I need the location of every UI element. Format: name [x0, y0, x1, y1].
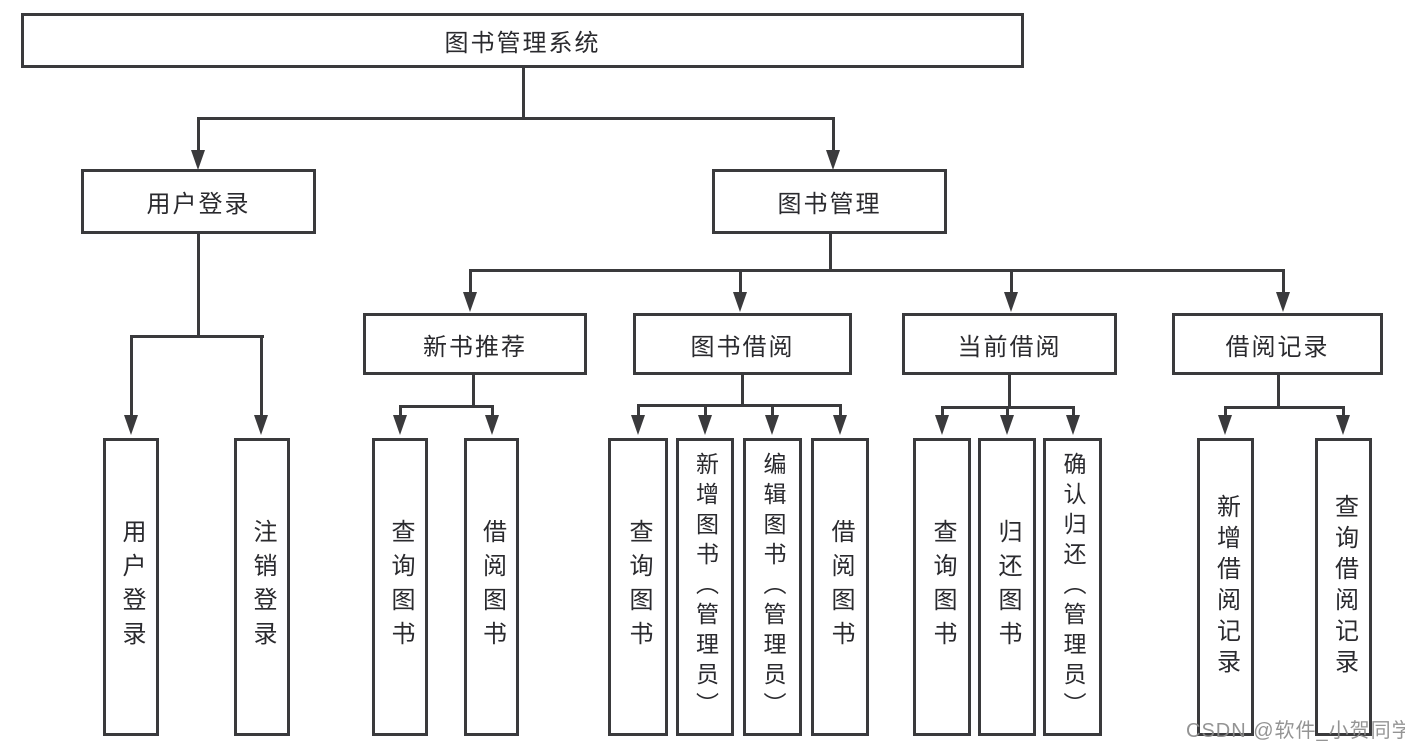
- connector-root-stem: [521, 68, 525, 118]
- node-current-borrow-label: 当前借阅: [957, 333, 1062, 361]
- node-root-label: 图书管理系统: [444, 30, 601, 57]
- arrowhead-user-login: [191, 150, 205, 170]
- leaf-query-borrow-record-label: 查询借阅记录: [1330, 494, 1358, 680]
- node-book-borrow: 图书借阅: [633, 313, 852, 375]
- node-user-login-label: 用户登录: [146, 191, 251, 218]
- connector-drop-current-borrow: [1009, 270, 1013, 294]
- leaf-add-book-admin-label: 新增图书（管理员）: [692, 452, 719, 722]
- connector-new-book-recommend-bus: [398, 404, 494, 408]
- arrowhead-query-books-1: [393, 415, 407, 435]
- leaf-confirm-return-admin: 确认归还（管理员）: [1043, 438, 1102, 736]
- node-root: 图书管理系统: [21, 13, 1024, 68]
- connector-borrow-records-bus: [1223, 405, 1345, 409]
- connector-book-management-stem: [828, 234, 832, 270]
- arrowhead-query-books-2: [631, 415, 645, 435]
- node-book-management: 图书管理: [712, 169, 947, 234]
- arrowhead-book-management: [826, 150, 840, 170]
- leaf-user-login-label: 用户登录: [118, 519, 145, 655]
- connector-drop-new-book-recommend: [468, 270, 472, 294]
- connector-drop-query-books-1: [398, 406, 402, 416]
- arrowhead-borrow-records: [1276, 292, 1290, 312]
- connector-drop-query-books-3: [940, 407, 944, 416]
- arrowhead-edit-book: [765, 415, 779, 435]
- connector-drop-book-management: [831, 118, 835, 152]
- connector-drop-leaf-user-login: [129, 336, 133, 416]
- leaf-return-books: 归还图书: [978, 438, 1036, 736]
- connector-book-borrow-stem: [740, 375, 744, 405]
- connector-user-login-bus: [129, 334, 264, 338]
- node-new-book-recommend: 新书推荐: [363, 313, 587, 375]
- leaf-borrow-books-1: 借阅图书: [464, 438, 519, 736]
- leaf-query-books-2-label: 查询图书: [625, 519, 652, 655]
- arrowhead-borrow-books-2: [833, 415, 847, 435]
- connector-user-login-stem: [197, 234, 200, 336]
- connector-drop-add-book: [703, 405, 707, 416]
- node-book-management-label: 图书管理: [777, 191, 882, 218]
- connector-current-borrow-stem: [1007, 375, 1011, 407]
- leaf-confirm-return-admin-label: 确认归还（管理员）: [1060, 452, 1086, 722]
- connector-drop-book-borrow: [738, 270, 742, 294]
- arrowhead-query-books-3: [935, 415, 949, 435]
- leaf-add-borrow-record: 新增借阅记录: [1197, 438, 1254, 736]
- leaf-query-books-1-label: 查询图书: [387, 519, 414, 655]
- node-borrow-records: 借阅记录: [1172, 313, 1383, 375]
- arrowhead-return-books: [1000, 415, 1014, 435]
- arrowhead-book-borrow: [733, 292, 747, 312]
- connector-drop-confirm-return: [1071, 407, 1075, 416]
- leaf-query-books-3: 查询图书: [913, 438, 971, 736]
- connector-drop-query-books-2: [636, 405, 640, 416]
- connector-drop-query-record: [1341, 407, 1345, 416]
- node-new-book-recommend-label: 新书推荐: [423, 333, 527, 361]
- leaf-add-borrow-record-label: 新增借阅记录: [1212, 494, 1240, 680]
- arrowhead-leaf-logout: [254, 415, 268, 435]
- arrowhead-add-record: [1218, 415, 1232, 435]
- connector-new-book-recommend-stem: [471, 375, 475, 406]
- leaf-edit-book-admin: 编辑图书（管理员）: [743, 438, 802, 736]
- connector-root-bus: [196, 116, 835, 120]
- leaf-borrow-books-1-label: 借阅图书: [478, 519, 506, 655]
- arrowhead-add-book: [698, 415, 712, 435]
- arrowhead-confirm-return: [1066, 415, 1080, 435]
- connector-drop-leaf-logout: [259, 336, 263, 416]
- node-user-login: 用户登录: [81, 169, 316, 234]
- connector-book-management-bus: [468, 268, 1285, 272]
- arrowhead-borrow-books-1: [485, 415, 499, 435]
- arrowhead-new-book-recommend: [463, 292, 477, 312]
- leaf-logout: 注销登录: [234, 438, 290, 736]
- leaf-logout-label: 注销登录: [249, 519, 276, 655]
- node-borrow-records-label: 借阅记录: [1225, 333, 1330, 361]
- connector-book-borrow-bus: [636, 403, 842, 407]
- arrowhead-query-record: [1336, 415, 1350, 435]
- leaf-query-books-3-label: 查询图书: [929, 519, 956, 655]
- connector-drop-edit-book: [770, 405, 774, 416]
- csdn-watermark: CSDN @软件_小贺同学: [1186, 720, 1405, 742]
- leaf-add-book-admin: 新增图书（管理员）: [676, 438, 734, 736]
- leaf-return-books-label: 归还图书: [994, 519, 1021, 655]
- leaf-query-books-1: 查询图书: [372, 438, 428, 736]
- connector-drop-borrow-records: [1281, 270, 1285, 294]
- node-current-borrow: 当前借阅: [902, 313, 1117, 375]
- leaf-borrow-books-2: 借阅图书: [811, 438, 869, 736]
- leaf-user-login: 用户登录: [103, 438, 159, 736]
- leaf-borrow-books-2-label: 借阅图书: [827, 519, 854, 655]
- arrowhead-leaf-user-login: [124, 415, 138, 435]
- connector-drop-return-books: [1005, 407, 1009, 416]
- leaf-query-books-2: 查询图书: [608, 438, 668, 736]
- connector-drop-add-record: [1223, 407, 1227, 416]
- connector-drop-borrow-books-1: [490, 406, 494, 416]
- connector-drop-borrow-books-2: [838, 405, 842, 416]
- node-book-borrow-label: 图书借阅: [690, 333, 795, 361]
- connector-drop-user-login: [196, 118, 200, 152]
- arrowhead-current-borrow: [1004, 292, 1018, 312]
- leaf-query-borrow-record: 查询借阅记录: [1315, 438, 1372, 736]
- leaf-edit-book-admin-label: 编辑图书（管理员）: [760, 452, 786, 722]
- connector-borrow-records-stem: [1276, 375, 1280, 407]
